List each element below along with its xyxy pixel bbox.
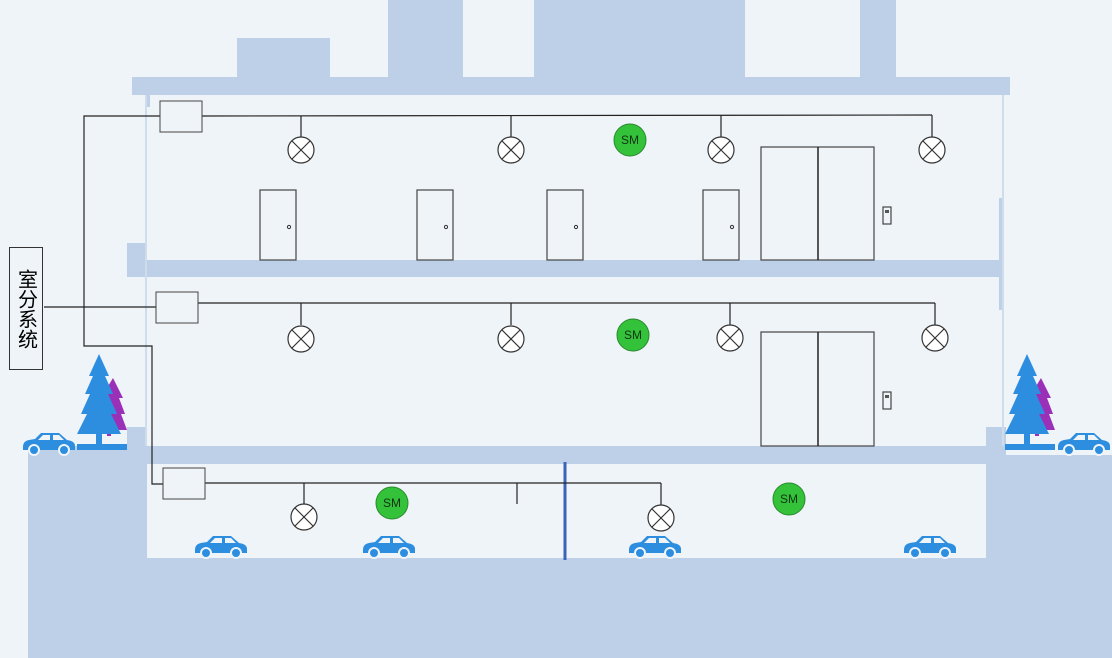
antenna-icon bbox=[921, 324, 949, 352]
antenna-icon bbox=[497, 136, 525, 164]
antenna-icon bbox=[497, 325, 525, 353]
splitter-box-floor-2 bbox=[159, 100, 203, 133]
sm-node: SM bbox=[375, 486, 409, 520]
elevator-floor-1 bbox=[760, 331, 892, 447]
car-icon bbox=[903, 535, 957, 559]
cabling bbox=[44, 114, 936, 505]
sm-node: SM bbox=[772, 482, 806, 516]
svg-text:SM: SM bbox=[621, 133, 639, 147]
antenna-icon bbox=[287, 136, 315, 164]
elevator-floor-2 bbox=[760, 146, 892, 261]
antenna-icon bbox=[290, 503, 318, 531]
car-icon bbox=[628, 535, 682, 559]
svg-text:SM: SM bbox=[780, 492, 798, 506]
doors bbox=[259, 189, 740, 261]
antenna-icon bbox=[287, 325, 315, 353]
antenna-icon bbox=[707, 136, 735, 164]
splitter-box-floor-1 bbox=[155, 291, 199, 324]
svg-text:SM: SM bbox=[383, 496, 401, 510]
indoor-distribution-system-label: 室分系统 bbox=[9, 247, 43, 370]
splitter-box-basement bbox=[162, 467, 206, 500]
sm-node: SM bbox=[616, 318, 650, 352]
car-icon bbox=[194, 535, 248, 559]
tree-icon bbox=[1005, 354, 1055, 450]
antenna-icon bbox=[716, 324, 744, 352]
svg-text:SM: SM bbox=[624, 328, 642, 342]
antenna-icon bbox=[918, 136, 946, 164]
building-structure bbox=[28, 0, 1112, 658]
car-icon bbox=[362, 535, 416, 559]
tree-icon bbox=[77, 354, 127, 450]
car-icon bbox=[1057, 432, 1111, 456]
sm-node: SM bbox=[613, 123, 647, 157]
antenna-icon bbox=[647, 504, 675, 532]
